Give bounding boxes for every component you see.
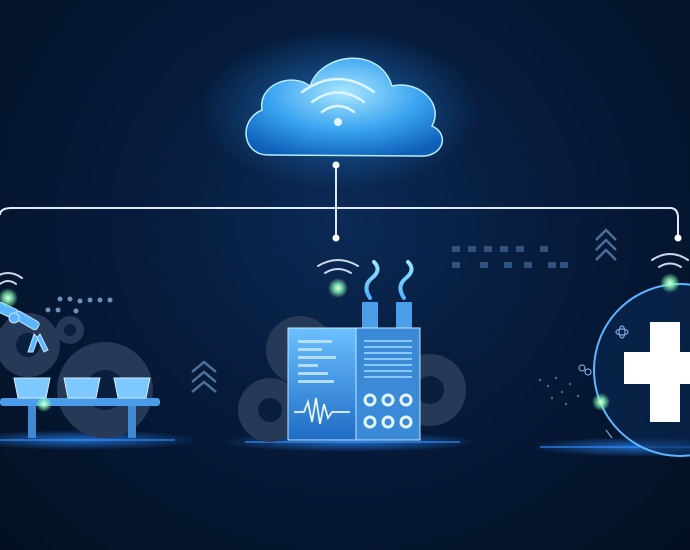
data-pixels [452,246,568,268]
signal-glow [660,273,680,293]
network-lines [0,161,682,242]
signal-glow [0,288,18,308]
factory-node [238,259,466,442]
manufacturing-node [0,272,160,438]
signal-glow [328,278,348,298]
smoke [364,260,414,300]
wifi-icon [317,259,359,274]
robot-arm-icon [0,301,49,353]
up-chevrons-left [191,360,217,393]
healthcare-node [538,253,690,457]
wifi-icon [651,253,689,268]
wifi-icon [0,272,23,285]
cloud-group [200,30,480,190]
medical-cross-icon [624,322,690,422]
factory-icon [287,327,421,441]
wifi-icon [300,77,376,126]
up-chevrons-right [595,228,617,261]
